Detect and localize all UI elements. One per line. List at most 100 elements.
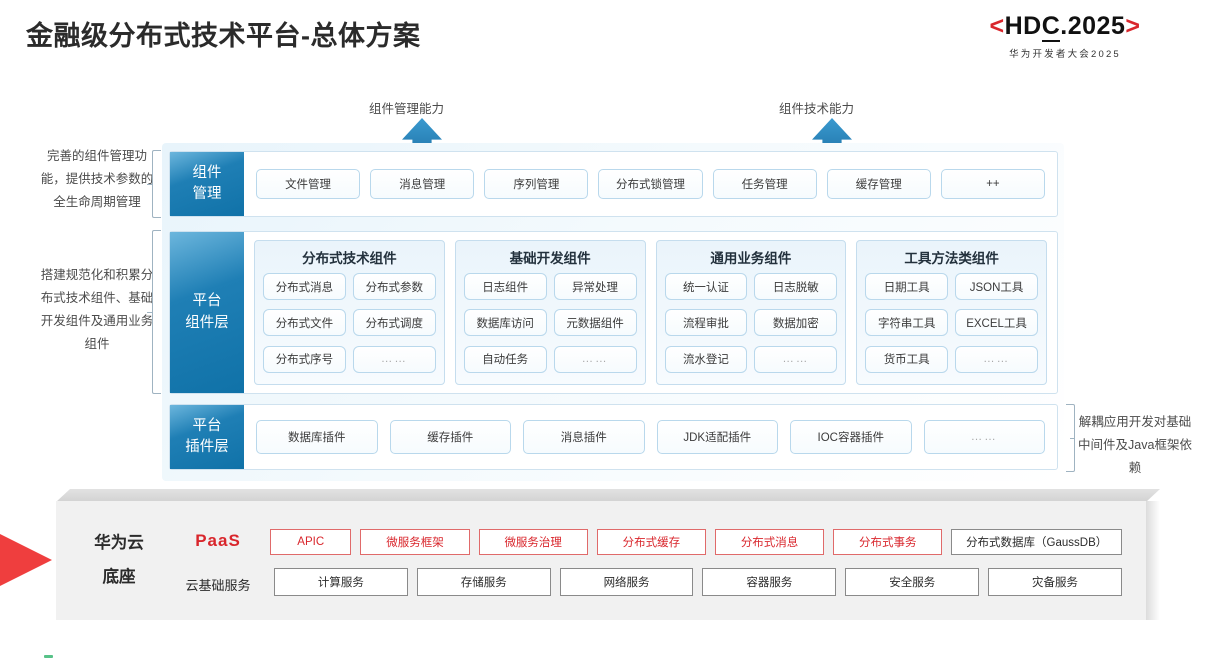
chip-auto-task[interactable]: 自动任务	[463, 345, 547, 373]
chip-string-tool[interactable]: 字符串工具	[865, 309, 949, 337]
chip-distributed-schedule[interactable]: 分布式调度	[352, 309, 436, 337]
hdc-logo-c: C	[1041, 12, 1061, 42]
bracket-nub-component	[147, 312, 152, 314]
group-grid-common-business: 统一认证 日志脱敏 流程审批 数据加密 流水登记 ……	[664, 273, 838, 377]
paas-item-distributed-cache[interactable]: 分布式缓存	[596, 529, 706, 555]
row-header-plugin-layer-line1: 平台	[192, 417, 222, 434]
chip-date-tool[interactable]: 日期工具	[865, 273, 949, 300]
hdc-logo-subtitle: 华为开发者大会2025	[1009, 49, 1121, 60]
row-header-component-layer: 平台 组件层	[170, 232, 244, 393]
row-component-management: 组件 管理 文件管理 消息管理 序列管理 分布式锁管理 任务管理 缓存管理 ++	[169, 151, 1058, 217]
row-header-component-layer-line1: 平台	[192, 293, 222, 310]
group-title-tool-methods: 工具方法类组件	[904, 251, 999, 266]
paas-item-distributed-database[interactable]: 分布式数据库（GaussDB）	[951, 529, 1123, 555]
chip-file-management[interactable]: 文件管理	[256, 169, 361, 199]
chip-json-tool[interactable]: JSON工具	[955, 273, 1038, 300]
arrow-label-technical: 组件技术能力	[779, 102, 855, 116]
side-note-right: 解耦应用开发对基础中间件及Java框架依赖	[1078, 415, 1192, 476]
chip-exception-handling[interactable]: 异常处理	[553, 273, 637, 300]
row-platform-plugin-layer: 平台 插件层 数据库插件 缓存插件 消息插件 JDK适配插件 IOC容器插件 ……	[169, 404, 1058, 470]
chip-process-approval[interactable]: 流程审批	[664, 309, 748, 337]
base-item-network[interactable]: 网络服务	[559, 568, 694, 596]
chip-message-management[interactable]: 消息管理	[370, 169, 475, 199]
arrow-label-management: 组件管理能力	[369, 102, 445, 116]
chip-log-component[interactable]: 日志组件	[463, 273, 547, 300]
chip-tool-methods-more[interactable]: ……	[955, 345, 1038, 373]
group-grid-distributed-tech: 分布式消息 分布式参数 分布式文件 分布式调度 分布式序号 ……	[263, 273, 436, 377]
base-item-compute[interactable]: 计算服务	[274, 568, 408, 596]
chip-data-encryption[interactable]: 数据加密	[754, 309, 838, 337]
base-item-disaster-recovery[interactable]: 灾备服务	[988, 568, 1122, 596]
chip-sequence-management[interactable]: 序列管理	[484, 169, 589, 199]
chip-metadata-component[interactable]: 元数据组件	[553, 309, 637, 337]
cloud-base-service-label: 云基础服务	[185, 578, 251, 593]
chip-distributed-param[interactable]: 分布式参数	[352, 273, 436, 300]
chip-distributed-lock-management[interactable]: 分布式锁管理	[598, 169, 703, 199]
group-title-distributed-tech: 分布式技术组件	[302, 251, 397, 266]
bracket-nub-management	[147, 184, 152, 186]
hdc-logo-year: .2025	[1060, 12, 1126, 40]
red-wedge-decoration	[0, 508, 52, 612]
paas-item-microservice-governance[interactable]: 微服务治理	[478, 529, 588, 555]
chip-transaction-record[interactable]: 流水登记	[664, 345, 748, 373]
group-common-business: 通用业务组件 统一认证 日志脱敏 流程审批 数据加密 流水登记 ……	[655, 240, 847, 385]
bracket-nub-plugin	[1070, 438, 1075, 440]
chip-basic-dev-more[interactable]: ……	[553, 345, 637, 373]
row-header-management-line2: 管理	[192, 186, 222, 202]
page-title: 金融级分布式技术平台-总体方案	[26, 21, 421, 51]
foundation-slab-top	[56, 489, 1160, 502]
row-header-plugin-layer-line2: 插件层	[185, 439, 229, 455]
hdc-logo-main: <HDC.2025>	[940, 12, 1190, 42]
chip-common-business-more[interactable]: ……	[754, 345, 838, 373]
foundation-slab	[56, 501, 1146, 620]
chip-cache-plugin[interactable]: 缓存插件	[389, 420, 511, 454]
chip-log-desensitization[interactable]: 日志脱敏	[754, 273, 838, 300]
chip-excel-tool[interactable]: EXCEL工具	[955, 309, 1038, 337]
row-header-plugin-layer: 平台 插件层	[170, 405, 244, 469]
chip-distributed-more[interactable]: ……	[352, 345, 436, 373]
base-item-security[interactable]: 安全服务	[845, 568, 980, 596]
foundation-label: 华为云 底座	[74, 527, 164, 595]
chip-task-management[interactable]: 任务管理	[712, 169, 817, 199]
foundation-label-line1: 华为云	[94, 534, 144, 552]
chip-currency-tool[interactable]: 货币工具	[865, 345, 949, 373]
row-header-management: 组件 管理	[170, 152, 244, 216]
paas-label: PaaS	[195, 531, 241, 550]
chip-plugin-more[interactable]: ……	[923, 420, 1045, 454]
hdc-bracket-right: >	[1125, 12, 1141, 40]
hdc-logo: <HDC.2025> 华为开发者大会2025	[940, 12, 1190, 60]
chip-jdk-adapter-plugin[interactable]: JDK适配插件	[656, 420, 778, 454]
green-tick-decoration	[44, 655, 53, 658]
chip-distributed-sequence[interactable]: 分布式序号	[263, 345, 346, 373]
chip-unified-auth[interactable]: 统一认证	[664, 273, 748, 300]
base-item-storage[interactable]: 存储服务	[416, 568, 551, 596]
chip-cache-management[interactable]: 缓存管理	[826, 169, 931, 199]
group-title-basic-dev: 基础开发组件	[509, 251, 591, 266]
group-title-common-business: 通用业务组件	[710, 251, 792, 266]
side-note-left-top: 完善的组件管理功能，提供技术参数的全生命周期管理	[40, 149, 154, 210]
foundation-slab-shadow	[1146, 501, 1160, 620]
chip-database-access[interactable]: 数据库访问	[463, 309, 547, 337]
chip-more-plus[interactable]: ++	[940, 169, 1045, 199]
chip-database-plugin[interactable]: 数据库插件	[256, 420, 378, 454]
row-header-component-layer-line2: 组件层	[185, 314, 229, 331]
hdc-bracket-left: <	[989, 12, 1005, 40]
row-platform-component-layer: 平台 组件层 分布式技术组件 分布式消息 分布式参数 分布式文件 分布式调度 分…	[169, 231, 1058, 394]
paas-item-apic[interactable]: APIC	[270, 529, 352, 555]
bracket-component	[152, 230, 161, 394]
paas-item-distributed-message[interactable]: 分布式消息	[714, 529, 825, 555]
row-header-management-line1: 组件	[192, 164, 222, 181]
paas-item-microservice-framework[interactable]: 微服务框架	[360, 529, 470, 555]
paas-item-distributed-transaction[interactable]: 分布式事务	[833, 529, 943, 555]
chip-ioc-container-plugin[interactable]: IOC容器插件	[790, 420, 912, 454]
row-body-component-layer: 分布式技术组件 分布式消息 分布式参数 分布式文件 分布式调度 分布式序号 ………	[244, 232, 1057, 393]
cloud-base-service-row: 计算服务 存储服务 网络服务 容器服务 安全服务 灾备服务	[274, 568, 1122, 596]
chip-distributed-file[interactable]: 分布式文件	[263, 309, 346, 337]
side-note-left-bottom: 搭建规范化和积累分布式技术组件、基础开发组件及通用业务组件	[40, 268, 154, 352]
base-item-container[interactable]: 容器服务	[702, 568, 837, 596]
group-distributed-tech: 分布式技术组件 分布式消息 分布式参数 分布式文件 分布式调度 分布式序号 ……	[254, 240, 445, 385]
chip-distributed-message[interactable]: 分布式消息	[263, 273, 346, 300]
group-tool-methods: 工具方法类组件 日期工具 JSON工具 字符串工具 EXCEL工具 货币工具 ……	[856, 240, 1047, 385]
chip-message-plugin[interactable]: 消息插件	[523, 420, 645, 454]
